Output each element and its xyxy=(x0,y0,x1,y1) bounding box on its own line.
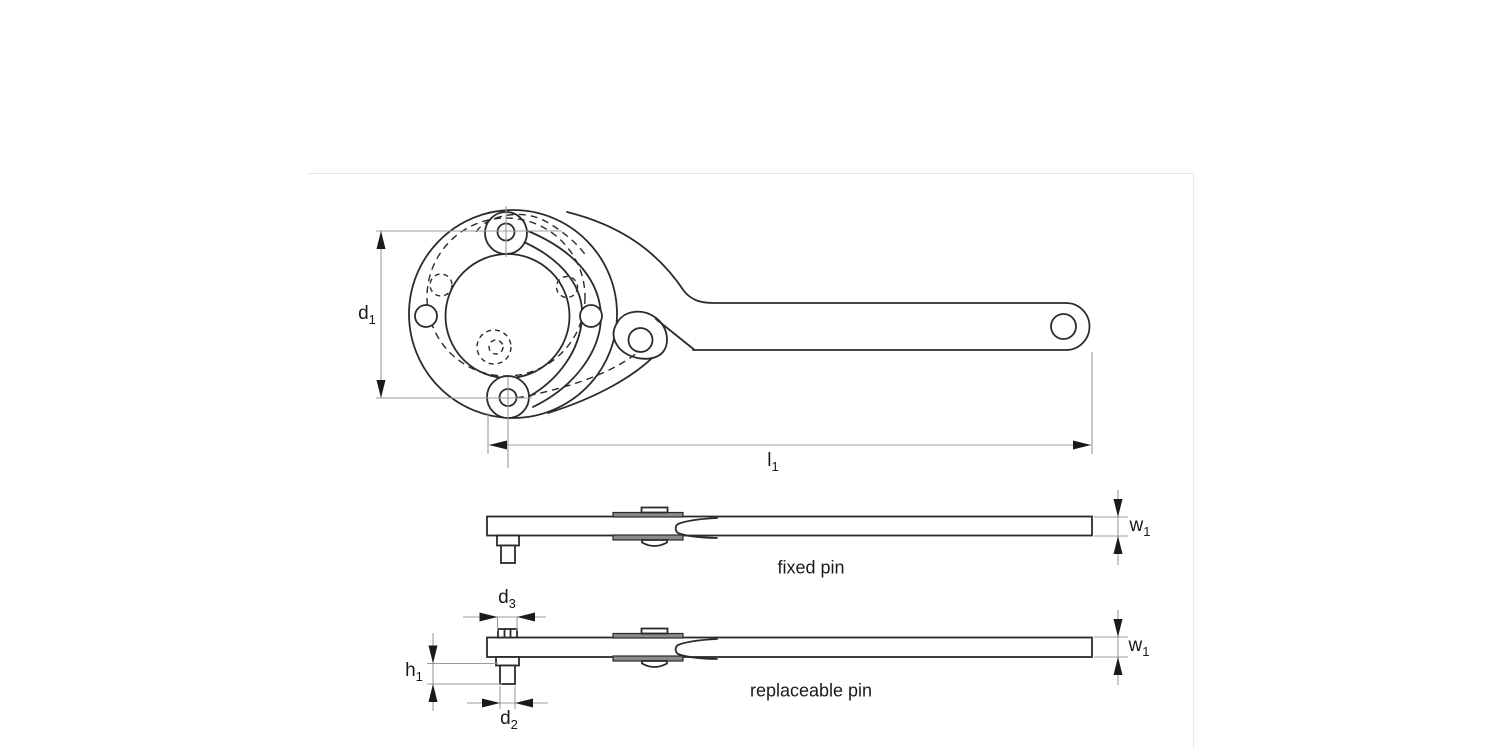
dim-label-w1-fixed: w1 xyxy=(1130,516,1151,538)
dim-label-w1-replaceable: w1 xyxy=(1129,636,1150,658)
fork-slot xyxy=(674,517,718,539)
strap-to-lug-arc xyxy=(547,351,659,414)
left-hole xyxy=(414,304,438,328)
side-view-fixed-pin xyxy=(486,506,1093,564)
dimension-d1 xyxy=(376,230,508,399)
fork-slot-2 xyxy=(674,638,718,660)
dim-label-w1-fixed-base: w xyxy=(1129,515,1144,537)
dimension-w1-fixed xyxy=(1094,490,1128,565)
dim-label-h1-sub: 1 xyxy=(415,668,423,684)
caption-fixed-pin: fixed pin xyxy=(777,557,845,578)
right-hole xyxy=(579,304,603,328)
dim-label-l1-base: l xyxy=(767,450,772,472)
dimension-d3 xyxy=(463,612,546,631)
dim-label-l1: l1 xyxy=(767,451,778,473)
dimension-l1 xyxy=(487,352,1093,454)
side-view-replaceable-pin xyxy=(486,627,1093,685)
dim-label-d2: d2 xyxy=(500,709,518,731)
dim-label-d2-base: d xyxy=(500,708,511,730)
joint-rivet-bottom xyxy=(641,539,668,547)
caption-replaceable-pin: replaceable pin xyxy=(749,680,873,701)
dim-label-d1: d1 xyxy=(358,304,376,326)
fixed-bar xyxy=(486,515,1093,537)
joint-tab-top xyxy=(640,506,669,514)
dimension-d2 xyxy=(467,686,548,709)
dim-label-d1-sub: 1 xyxy=(368,311,376,327)
dim-label-d3: d3 xyxy=(498,588,516,610)
fixed-pin xyxy=(500,544,516,564)
top-view-wrench xyxy=(408,206,1091,468)
dim-label-w1-replaceable-sub: 1 xyxy=(1142,643,1150,659)
dim-label-d2-sub: 2 xyxy=(510,716,518,732)
dim-label-d3-base: d xyxy=(498,587,509,609)
lug-handle-edge xyxy=(655,318,695,351)
alternate-position-dashed-lines xyxy=(426,213,639,401)
replaceable-bar xyxy=(486,636,1093,658)
dim-label-d1-base: d xyxy=(358,303,369,325)
pin-head-nub xyxy=(497,628,518,639)
strap-inner-arc xyxy=(525,242,583,397)
head-bore-circle xyxy=(444,253,571,379)
dim-label-w1-fixed-sub: 1 xyxy=(1143,523,1151,539)
fixed-pin-boss xyxy=(496,534,520,547)
dim-label-l1-sub: 1 xyxy=(771,458,779,474)
dimension-w1-replaceable xyxy=(1094,610,1128,685)
joint-rivet-bottom-2 xyxy=(641,660,668,668)
replaceable-pin xyxy=(499,664,516,685)
joint-tab-top-2 xyxy=(640,627,669,635)
handle-outline xyxy=(566,211,1091,351)
dimension-h1 xyxy=(427,633,502,711)
lug-hole xyxy=(627,327,654,353)
handle-end-hole xyxy=(1050,313,1077,340)
replaceable-pin-boss xyxy=(495,656,520,667)
dim-label-h1: h1 xyxy=(405,661,423,683)
dim-label-h1-base: h xyxy=(405,660,416,682)
dim-label-w1-replaceable-base: w xyxy=(1128,635,1143,657)
dim-label-d3-sub: 3 xyxy=(508,595,516,611)
